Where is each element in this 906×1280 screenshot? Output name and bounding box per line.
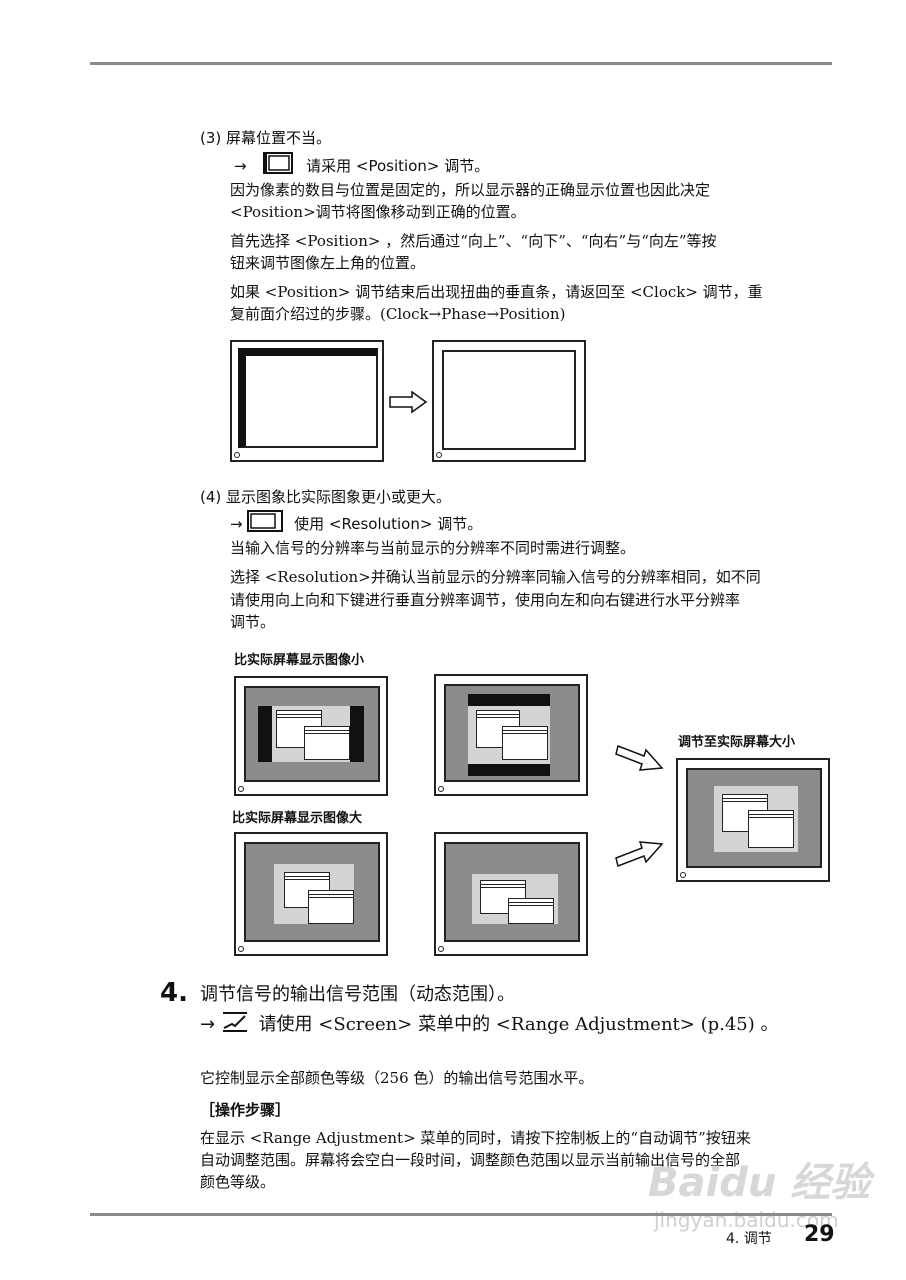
window-icon xyxy=(308,890,354,924)
section-4-instruction-row: → 使用 <Resolution> 调节。 xyxy=(230,510,482,537)
bottom-rule xyxy=(90,1213,832,1216)
baidu-watermark-logo: Baidu 经验 xyxy=(648,1160,871,1206)
section-3-para-3-line-1: 如果 <Position> 调节结束后出现扭曲的垂直条，请返回至 <Clock>… xyxy=(230,283,763,301)
power-indicator-icon xyxy=(238,946,244,952)
power-indicator-icon xyxy=(438,786,444,792)
arrow-glyph: → xyxy=(234,157,247,175)
label-larger-than-screen: 比实际屏幕显示图像大 xyxy=(232,811,363,826)
section-4-para-2-line-2: 请使用向上向和下键进行垂直分辨率调节，使用向左和向右键进行水平分辨率 xyxy=(230,591,741,609)
window-icon xyxy=(508,898,554,924)
section-4-para-2-line-3: 调节。 xyxy=(230,613,276,631)
monitor-before-position xyxy=(230,340,384,462)
section-3-heading: (3) 屏幕位置不当。 xyxy=(200,129,332,147)
procedure-line-3: 颜色等级。 xyxy=(200,1173,276,1191)
monitor-smaller-a xyxy=(234,676,388,796)
power-indicator-icon xyxy=(234,452,240,458)
power-indicator-icon xyxy=(436,452,442,458)
monitor-larger-a xyxy=(234,832,388,956)
grey-screen xyxy=(686,768,822,868)
section-4-heading: (4) 显示图象比实际图象更小或更大。 xyxy=(200,488,452,506)
section-3-para-2-line-1: 首先选择 <Position> ，然后通过“向上”、“向下”、“向右”与“向左”… xyxy=(230,232,717,250)
footer-chapter: 4. 调节 xyxy=(726,1231,772,1247)
grey-screen xyxy=(244,686,380,782)
procedure-line-2: 自动调整范围。屏幕将会空白一段时间，调整颜色范围以显示当前输出信号的全部 xyxy=(200,1151,741,1169)
procedure-title: ［操作步骤］ xyxy=(200,1101,291,1119)
procedure-line-1: 在显示 <Range Adjustment> 菜单的同时，请按下控制板上的“自动… xyxy=(200,1129,751,1147)
grey-screen xyxy=(444,842,580,942)
monitor-smaller-b xyxy=(434,674,588,796)
monitor-adjusted xyxy=(676,758,830,882)
centered-screen xyxy=(442,350,576,450)
up-right-arrow-icon xyxy=(614,836,666,876)
window-icon xyxy=(502,726,548,760)
grey-screen xyxy=(444,684,580,782)
window-icon xyxy=(304,726,350,760)
section-4-instruction: 使用 <Resolution> 调节。 xyxy=(294,515,483,533)
section-3-para-2-line-2: 钮来调节图像左上角的位置。 xyxy=(230,254,426,272)
step-title: 调节信号的输出信号范围（动态范围）。 xyxy=(200,984,515,1005)
step-number: 4. xyxy=(160,978,188,1008)
power-indicator-icon xyxy=(238,786,244,792)
shifted-screen xyxy=(238,348,378,448)
arrow-glyph: → xyxy=(230,515,243,533)
section-4-para-2-line-1: 选择 <Resolution>并确认当前显示的分辨率同输入信号的分辨率相同，如不… xyxy=(230,568,761,586)
monitor-after-position xyxy=(432,340,586,462)
step-description: 它控制显示全部颜色等级（256 色）的输出信号范围水平。 xyxy=(200,1069,594,1087)
baidu-watermark-url: jingyan.baidu.com xyxy=(654,1208,839,1232)
label-adjust-to-screen: 调节至实际屏幕大小 xyxy=(678,735,796,750)
position-icon xyxy=(263,152,294,179)
power-indicator-icon xyxy=(438,946,444,952)
section-3-para-3-line-2: 复前面介绍过的步骤。(Clock→Phase→Position) xyxy=(230,305,566,323)
section-3-instruction: 请采用 <Position> 调节。 xyxy=(306,157,490,175)
top-rule xyxy=(90,62,832,65)
section-3-instruction-row: → 请采用 <Position> 调节。 xyxy=(234,152,489,179)
window-icon xyxy=(748,810,794,848)
section-4-para-1: 当输入信号的分辨率与当前显示的分辨率不同时需进行调整。 xyxy=(230,539,636,557)
step-instruction: 请使用 <Screen> 菜单中的 <Range Adjustment> (p.… xyxy=(258,1014,779,1035)
label-smaller-than-screen: 比实际屏幕显示图像小 xyxy=(234,653,365,668)
grey-screen xyxy=(244,842,380,942)
screen-menu-icon xyxy=(221,1011,249,1040)
resolution-icon xyxy=(247,510,284,537)
down-right-arrow-icon xyxy=(614,738,666,778)
step-instruction-row: → 请使用 <Screen> 菜单中的 <Range Adjustment> (… xyxy=(200,1011,779,1040)
right-arrow-icon xyxy=(388,390,428,418)
power-indicator-icon xyxy=(680,872,686,878)
section-3-para-1-line-1: 因为像素的数目与位置是固定的，所以显示器的正确显示位置也因此决定 xyxy=(230,181,711,199)
arrow-glyph: → xyxy=(200,1014,216,1035)
monitor-larger-b xyxy=(434,832,588,956)
section-3-para-1-line-2: <Position>调节将图像移动到正确的位置。 xyxy=(230,203,526,221)
page-number: 29 xyxy=(804,1222,835,1247)
